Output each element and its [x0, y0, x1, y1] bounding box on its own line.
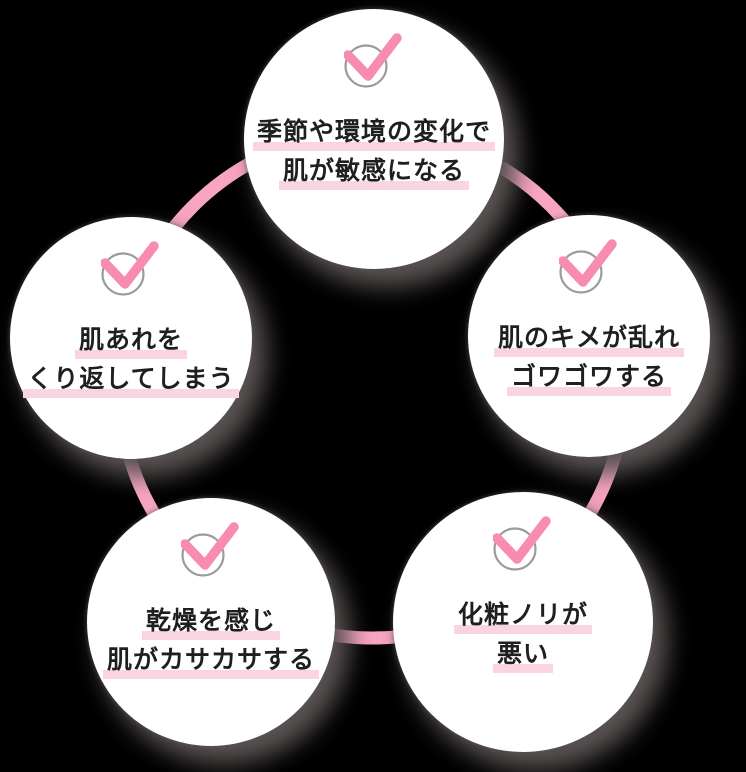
worry-text: 季節や環境の変化で 肌が敏感になる: [252, 119, 495, 190]
worry-text-line: 肌がカサカサする: [102, 646, 319, 679]
worry-text: 化粧ノリが 悪い: [453, 602, 592, 673]
worry-text-line: 悪い: [492, 640, 553, 673]
worry-text-line: 季節や環境の変化で: [252, 119, 495, 151]
worry-text-line: ゴワゴワする: [506, 363, 671, 396]
worry-bubble-poor-makeup: 化粧ノリが 悪い: [393, 492, 653, 752]
check-icon: [101, 241, 159, 296]
worry-text: 肌あれを くり返してしまう: [23, 327, 239, 398]
check-icon: [344, 33, 402, 88]
worry-bubble-seasonal-sensitivity: 季節や環境の変化で 肌が敏感になる: [244, 9, 504, 269]
worry-bubble-dry-flaky-skin: 乾燥を感じ 肌がカサカサする: [87, 498, 335, 746]
worry-bubble-skin-texture: 肌のキメが乱れ ゴワゴワする: [468, 215, 710, 457]
worry-text: 肌のキメが乱れ ゴワゴワする: [493, 325, 684, 396]
worry-text-line: 乾燥を感じ: [141, 608, 280, 640]
worry-text: 乾燥を感じ 肌がカサカサする: [102, 608, 319, 679]
worry-text-line: くり返してしまう: [23, 365, 239, 398]
check-icon: [181, 522, 239, 577]
worry-text-line: 肌が敏感になる: [278, 157, 469, 190]
worry-text-line: 肌のキメが乱れ: [493, 325, 684, 357]
worry-text-line: 化粧ノリが: [453, 602, 592, 634]
check-icon: [559, 239, 617, 294]
check-icon: [493, 516, 551, 571]
worry-bubble-recurring-rough-skin: 肌あれを くり返してしまう: [10, 217, 252, 459]
worry-text-line: 肌あれを: [74, 327, 187, 359]
